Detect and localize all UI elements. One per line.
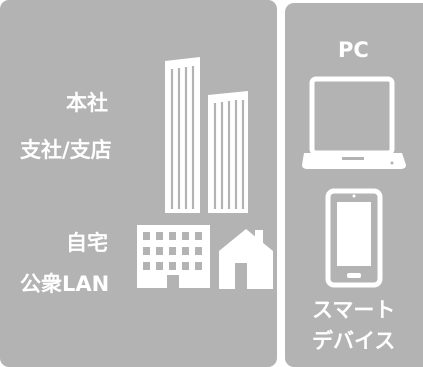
branch-office-label: 支社/支店 — [20, 138, 112, 162]
office-tower-icon — [165, 57, 248, 213]
head-office-label: 本社 — [66, 91, 108, 115]
pc-label: PC — [338, 38, 369, 62]
home-label: 自宅 — [66, 231, 108, 255]
house-icon — [219, 229, 273, 289]
tablet-icon — [325, 188, 383, 288]
public-lan-label: 公衆LAN — [20, 272, 110, 296]
laptop-icon — [302, 76, 406, 169]
location-panel: 本社 支社/支店 自宅 公衆LAN — [0, 0, 277, 367]
small-building-icon — [137, 225, 210, 288]
device-panel: PC スマート デバイス — [285, 3, 423, 367]
smart-device-label-line1: スマート — [312, 298, 396, 322]
smart-device-label-line2: デバイス — [312, 329, 396, 353]
